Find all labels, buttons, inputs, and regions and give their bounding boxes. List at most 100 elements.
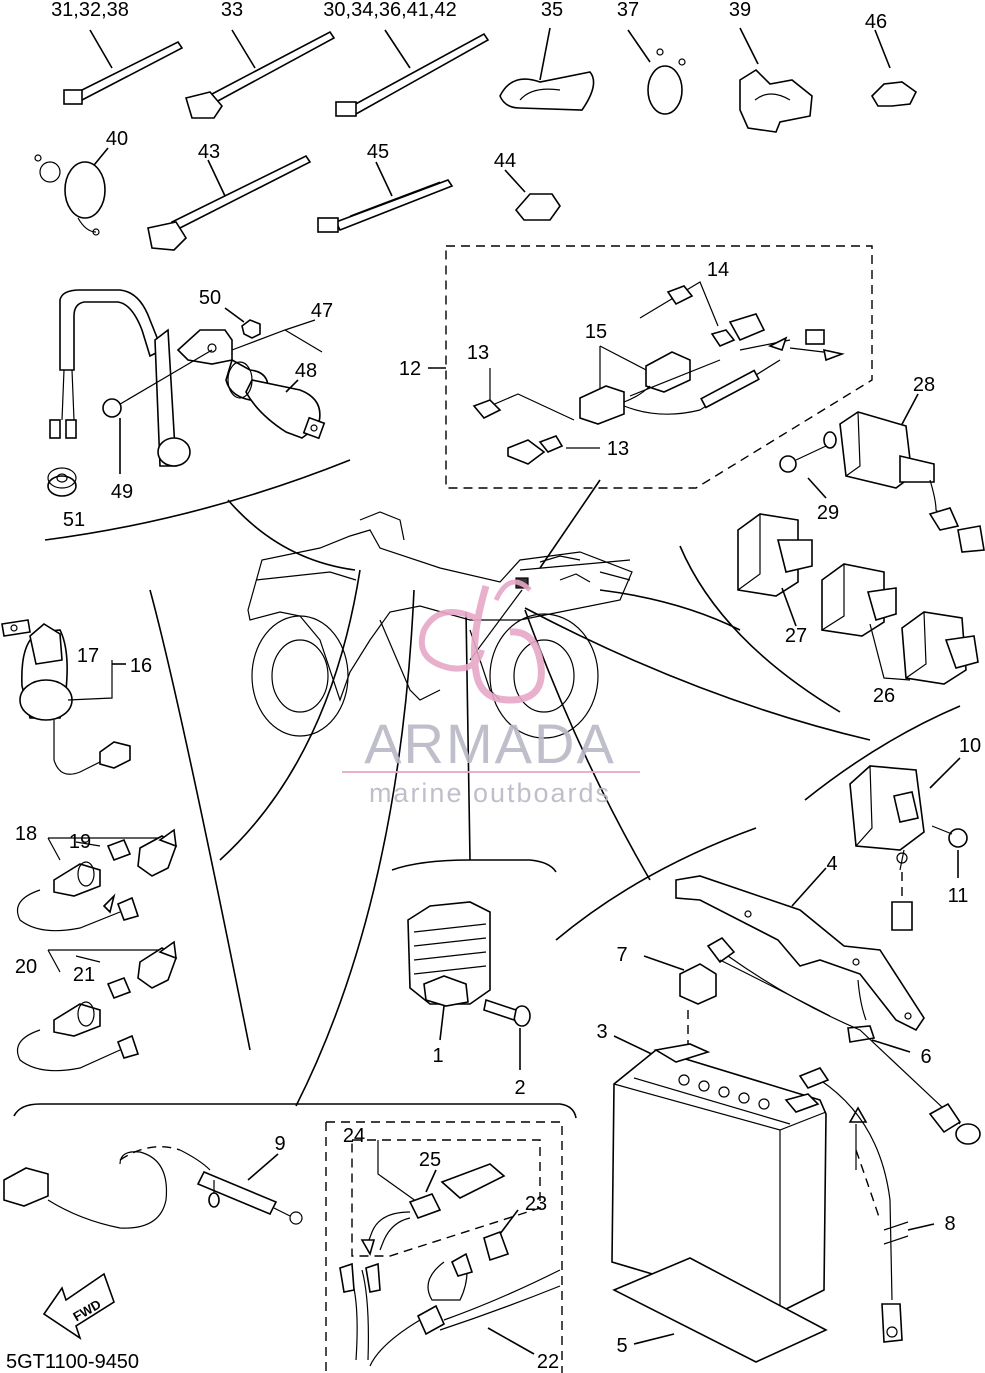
leader-relays (599, 589, 741, 631)
armada-watermark: ARMADA marine outboards (342, 579, 640, 808)
label-50: 50 (199, 287, 221, 309)
group-12-dashed (428, 245, 873, 489)
label-12: 12 (399, 358, 421, 380)
label-25: 25 (419, 1149, 441, 1171)
callout-47 (231, 319, 323, 353)
fwd-arrow: FWD (42, 1272, 115, 1340)
regulator-10 (849, 757, 961, 931)
handlebar-switch-assembly (49, 289, 326, 467)
callout-26 (869, 623, 911, 681)
grommet-51 (47, 467, 77, 497)
clamp-35 (499, 27, 595, 111)
label-10: 10 (959, 735, 981, 757)
label-45: 45 (367, 141, 389, 163)
label-39: 39 (729, 0, 751, 21)
leader-group12 (539, 479, 601, 569)
label-14: 14 (707, 259, 729, 281)
relay-27 (737, 513, 813, 627)
leader-bottom (295, 589, 415, 1107)
connector-23 (483, 1209, 519, 1262)
label-9: 9 (274, 1133, 285, 1155)
leader-rectifier (465, 611, 471, 861)
label-17: 17 (77, 645, 99, 667)
band-40 (34, 147, 109, 236)
bolt-2 (483, 998, 531, 1070)
cable-tie-43 (147, 154, 312, 251)
label-29: 29 (817, 502, 839, 524)
atv-outline (247, 511, 633, 739)
battery-band-4 (675, 867, 925, 1032)
damper-6 (847, 1025, 911, 1053)
label-5: 5 (616, 1335, 627, 1357)
cable-tie-45 (317, 161, 454, 233)
rectifier-1 (407, 901, 491, 1041)
fuse-25 (360, 1140, 506, 1257)
label-7: 7 (616, 944, 627, 966)
label-24: 24 (343, 1125, 365, 1147)
armada-logo-icon (470, 585, 545, 704)
label-13b: 13 (607, 438, 629, 460)
cable-tie-33 (184, 29, 336, 119)
main-switch-16 (1, 619, 131, 775)
band-37 (627, 29, 686, 115)
sub-harness-22 (339, 1252, 561, 1367)
label-15: 15 (585, 321, 607, 343)
label-6: 6 (920, 1046, 931, 1068)
wire-lead-9 (3, 1145, 303, 1229)
cable-tie-30-34-36-41-42 (335, 29, 490, 117)
battery-3 (611, 1035, 827, 1313)
label-31-32-38: 31,32,38 (51, 0, 129, 21)
label-16: 16 (130, 655, 152, 677)
group-border-left (149, 589, 251, 1051)
group-border-bottom (13, 1103, 577, 1119)
label-2: 2 (514, 1077, 525, 1099)
sensor-18 (16, 828, 177, 932)
fuse-holder-15 (579, 345, 781, 425)
cable-tie-31-32-38 (63, 29, 184, 105)
group-border-rectifier (391, 859, 557, 873)
label-35: 35 (541, 0, 563, 21)
label-28: 28 (913, 374, 935, 396)
screw-29 (779, 445, 827, 499)
leader-switch (219, 569, 361, 861)
label-51: 51 (63, 509, 85, 531)
label-18: 18 (15, 823, 37, 845)
watermark-tagline: marine outboards (369, 778, 611, 808)
label-40: 40 (106, 128, 128, 150)
leader-handlebar (227, 499, 356, 571)
fuse-13 (472, 368, 600, 465)
group-border-relays (679, 545, 841, 713)
label-13a: 13 (467, 342, 489, 364)
label-21: 21 (73, 964, 95, 986)
label-1: 1 (432, 1045, 443, 1067)
label-44: 44 (494, 150, 516, 172)
label-4: 4 (826, 853, 837, 875)
label-37: 37 (617, 0, 639, 21)
leader-reg (524, 607, 871, 741)
battery-sheet-5 (612, 1257, 828, 1363)
label-48: 48 (295, 360, 317, 382)
relay-28 (823, 393, 985, 553)
label-20: 20 (15, 956, 37, 978)
connector-arrows (739, 329, 845, 362)
label-33: 33 (221, 0, 243, 21)
group-border-battery (555, 827, 757, 941)
sensor-20 (16, 940, 177, 1072)
screw-11 (931, 825, 968, 878)
part-number: 5GT1100-9450 (6, 1351, 139, 1373)
label-49: 49 (111, 481, 133, 503)
label-8: 8 (944, 1213, 955, 1235)
cable-7 (643, 936, 981, 1145)
relay-26b (901, 611, 979, 685)
group-border-handlebar (44, 459, 351, 541)
label-26: 26 (873, 685, 895, 707)
clip-44 (504, 169, 561, 221)
label-11: 11 (948, 885, 969, 907)
label-19: 19 (69, 831, 91, 853)
label-30-34-36-41-42: 30,34,36,41,42 (323, 0, 456, 21)
cable-8 (798, 1067, 935, 1343)
label-47: 47 (311, 300, 333, 322)
nut-50 (224, 307, 261, 339)
label-22: 22 (537, 1351, 559, 1373)
